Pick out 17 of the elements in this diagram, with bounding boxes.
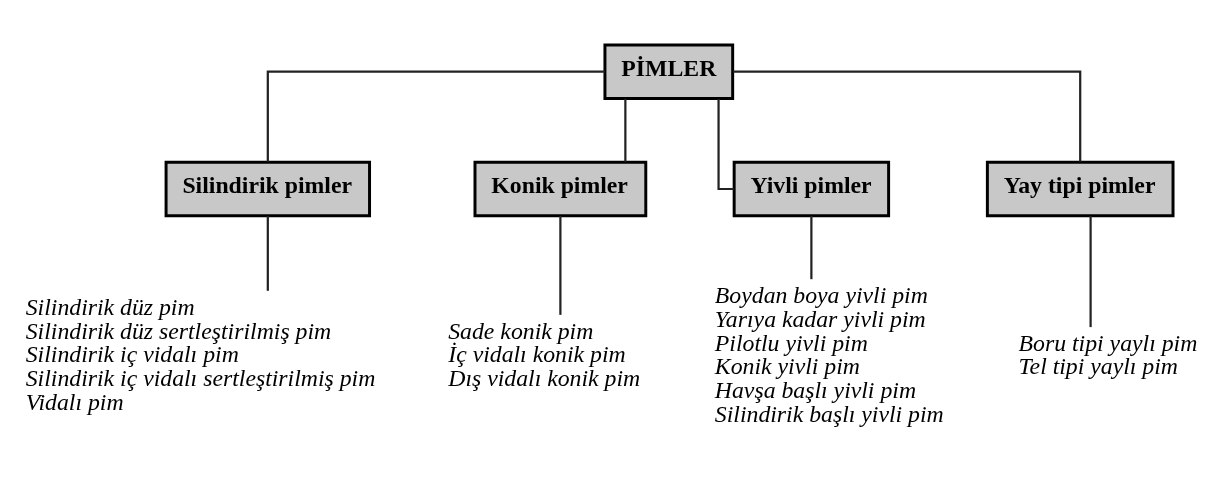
node-box: PİMLER bbox=[603, 43, 735, 100]
connector bbox=[266, 215, 269, 291]
connector bbox=[559, 215, 562, 315]
node-box: Yay tipi pimler bbox=[985, 160, 1175, 218]
connector bbox=[717, 98, 734, 191]
connector bbox=[1089, 215, 1092, 328]
node-box: Konik pimler bbox=[473, 160, 648, 218]
connector bbox=[624, 98, 627, 162]
node-box: Silindirik pimler bbox=[164, 160, 372, 218]
node-text: Silindirik düz pim Silindirik düz sertleştirilmiş pim Silindirik iç vidalı pim Silindirik iç vidalı sertleştirilmiş pim Vidalı pim bbox=[25, 293, 376, 415]
connector bbox=[733, 70, 1082, 162]
node-box: Yivli pimler bbox=[732, 160, 891, 218]
node-text: Boydan boya yivli pim Yarıya kadar yivli pim Pilotlu yivli pim Konik yivli pim Havşa başlı yivli pim Silindirik başlı yivli pim bbox=[714, 282, 944, 427]
connector bbox=[266, 70, 605, 162]
connector bbox=[810, 215, 813, 280]
node-text: Boru tipi yaylı pim Tel tipi yaylı pim bbox=[1018, 329, 1198, 380]
node-text: Sade konik pim İç vidalı konik pim Dış vidalı konik pim bbox=[448, 317, 641, 392]
